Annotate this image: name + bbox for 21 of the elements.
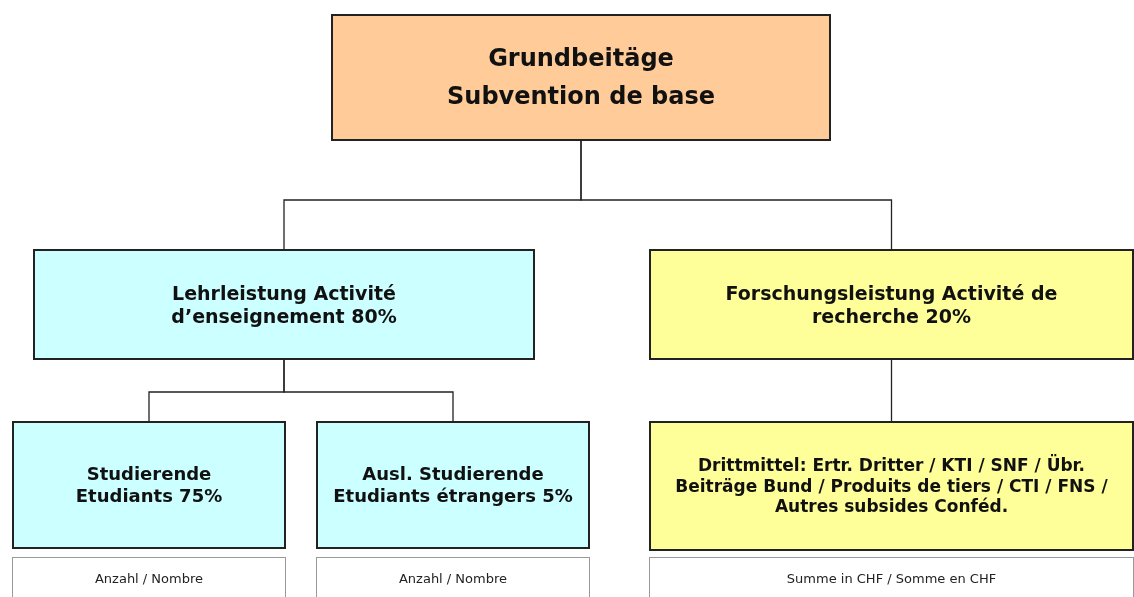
box-label: Grundbeitäge Subvention de base [446, 43, 716, 112]
category-box [316, 421, 590, 549]
measure-label: Anzahl / Nombre [398, 570, 508, 586]
connector-line [580, 140, 893, 250]
measure-label: Summe in CHF / Somme en CHF [786, 570, 997, 586]
category-box [649, 421, 1134, 551]
measure-box [649, 557, 1134, 597]
measure-box [12, 557, 286, 597]
connector-line [283, 359, 454, 422]
measure-box [316, 557, 590, 597]
category-box [331, 14, 831, 141]
box-label: Forschungsleistung Activité de recherche 20% [724, 281, 1059, 328]
measure-label: Anzahl / Nombre [94, 570, 204, 586]
category-box [649, 249, 1134, 360]
category-box [12, 421, 286, 549]
box-label: Lehrleistung Activité d’enseignement 80% [170, 281, 398, 328]
box-label: Drittmittel: Ertr. Dritter / KTI / SNF / Übr. Beiträge Bund / Produits de tiers / CTI / FNS / Autres subsides Conféd. [674, 455, 1109, 517]
box-label: Ausl. Studierende Etudiants étrangers 5% [332, 463, 574, 507]
connector-line [890, 359, 893, 422]
category-box [33, 249, 535, 360]
box-label: Studierende Etudiants 75% [74, 463, 224, 507]
